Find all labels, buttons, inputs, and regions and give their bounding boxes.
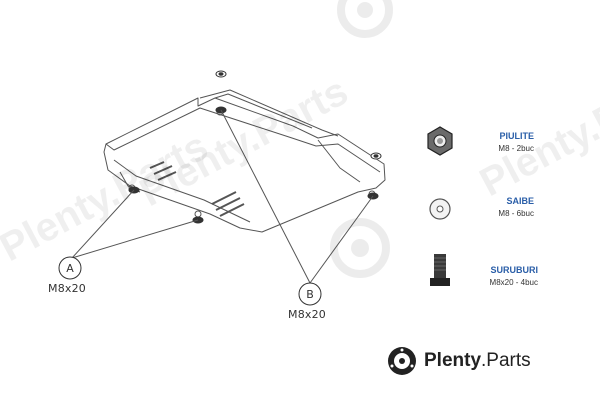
top-bolt-icon [215,70,227,78]
brand-tld: .Parts [481,350,531,371]
part-qty-piulite: M8 - 2buc [498,144,534,153]
part-name-saibe: SAIBE [506,196,534,206]
watermark-disc-icons [330,0,393,278]
leader-lines [71,109,374,284]
callout-a-size: M8x20 [48,282,86,295]
callout-b-letter: B [306,288,314,301]
callout-a: A [58,256,82,280]
bolt-icon [430,254,450,286]
part-name-piulite: PIULITE [499,131,534,141]
brand-name: Plenty [424,350,482,371]
brand-watermark: Plenty.Parts [386,345,531,377]
part-name-suruburi: SURUBURI [490,265,538,275]
callout-a-letter: A [66,262,74,275]
part-qty-saibe: M8 - 6buc [498,209,534,218]
plenty-parts-logo-icon [388,347,416,375]
part-qty-suruburi: M8x20 - 4buc [489,278,538,287]
washer-icon [429,198,451,220]
skid-plate [103,89,386,233]
callout-b-size: M8x20 [288,308,326,321]
plate-fasteners [128,70,382,224]
bracket-bolt-icon [370,152,382,160]
nut-icon [427,126,453,156]
callout-b: B [298,282,322,306]
